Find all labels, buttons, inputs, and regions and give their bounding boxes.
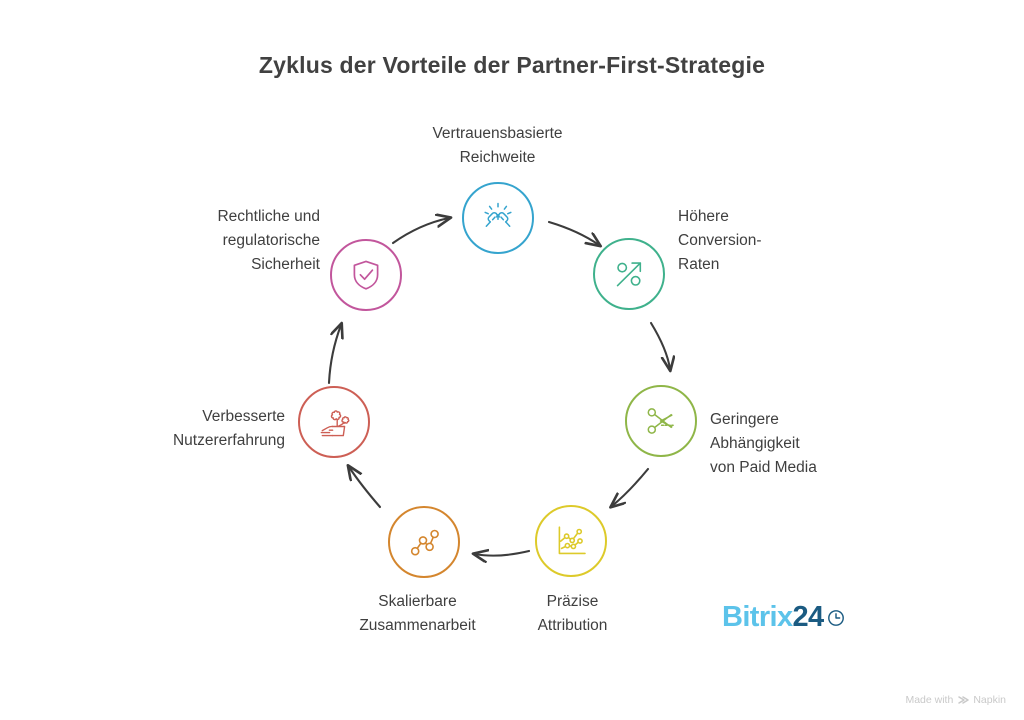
bitrix24-logo: Bitrix 24: [722, 601, 845, 634]
scissors-cut-icon: [641, 401, 681, 441]
label-trust-reach: Vertrauensbasierte Reichweite: [432, 125, 563, 167]
fist-bump-icon: [478, 198, 518, 238]
napkin-watermark-brand: Napkin: [973, 694, 1006, 706]
page-title: Zyklus der Vorteile der Partner-First-St…: [258, 52, 766, 78]
label-precise-attribution: Präzise Attribution: [537, 593, 608, 635]
label-scalable-collaboration: Skalierbare Zusammenarbeit: [359, 593, 476, 635]
hand-flowers-icon: [314, 402, 354, 442]
arrow-legal-to-trust: [391, 218, 449, 245]
label-user-experience: Verbesserte Nutzererfahrung: [172, 408, 285, 450]
node-legal-security[interactable]: [330, 239, 402, 311]
arrow-conversion-to-paidmedia: [649, 321, 670, 369]
napkin-chevrons-icon: [957, 694, 970, 706]
line-chart-icon: [551, 521, 591, 561]
node-conversion-rates[interactable]: [593, 238, 665, 310]
label-conversion-rates: Höhere Conversion- Raten: [678, 208, 762, 274]
napkin-watermark: Made with Napkin: [905, 694, 1006, 706]
arrow-collaboration-to-ux: [349, 467, 382, 509]
label-legal-security: Rechtliche und regulatorische Sicherheit: [217, 208, 320, 274]
node-trust-reach[interactable]: [462, 182, 534, 254]
node-paid-media-dependency[interactable]: [625, 385, 697, 457]
node-precise-attribution[interactable]: [535, 505, 607, 577]
bitrix24-logo-word: Bitrix: [722, 601, 793, 633]
label-paid-media-dependency: Geringere Abhängigkeit von Paid Media: [710, 411, 817, 477]
napkin-watermark-prefix: Made with: [905, 694, 954, 706]
bitrix24-logo-number: 24: [792, 601, 825, 633]
percent-arrow-up-icon: [609, 254, 649, 294]
node-scalable-collaboration[interactable]: [388, 506, 460, 578]
arrow-attribution-to-collaboration: [475, 551, 531, 556]
arrow-trust-to-conversion: [547, 220, 599, 245]
shield-check-icon: [346, 255, 386, 295]
network-nodes-icon: [404, 522, 444, 562]
clock-icon: [827, 609, 845, 627]
arrow-ux-to-legal: [327, 325, 341, 385]
arrow-paidmedia-to-attribution: [612, 467, 650, 506]
node-user-experience[interactable]: [298, 386, 370, 458]
